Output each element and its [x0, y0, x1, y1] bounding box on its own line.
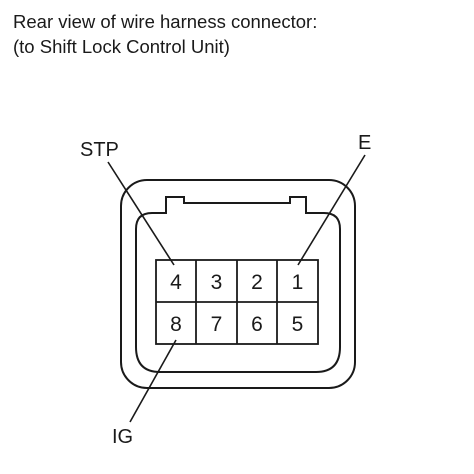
- e-leader-line: [297, 154, 366, 266]
- callout-ig: IG: [112, 426, 133, 448]
- callout-e: E: [358, 132, 371, 154]
- pin-2: 2: [251, 271, 263, 294]
- pin-1: 1: [292, 271, 304, 294]
- diagram-caption: Rear view of wire harness connector: (to…: [13, 9, 317, 59]
- pin-6: 6: [251, 313, 263, 336]
- connector-housing-outer: [120, 179, 356, 389]
- ig-leader-line: [129, 339, 177, 423]
- connector-housing-inner: [135, 196, 341, 373]
- caption-line-1: Rear view of wire harness connector:: [13, 11, 318, 32]
- pin-grid: [155, 259, 319, 345]
- pin-8: 8: [170, 313, 182, 336]
- callout-stp: STP: [80, 139, 119, 161]
- pin-3: 3: [211, 271, 223, 294]
- pin-7: 7: [211, 313, 223, 336]
- pin-4: 4: [170, 271, 182, 294]
- stp-leader-line: [107, 161, 175, 266]
- pin-5: 5: [292, 313, 304, 336]
- caption-line-2: (to Shift Lock Control Unit): [13, 36, 230, 57]
